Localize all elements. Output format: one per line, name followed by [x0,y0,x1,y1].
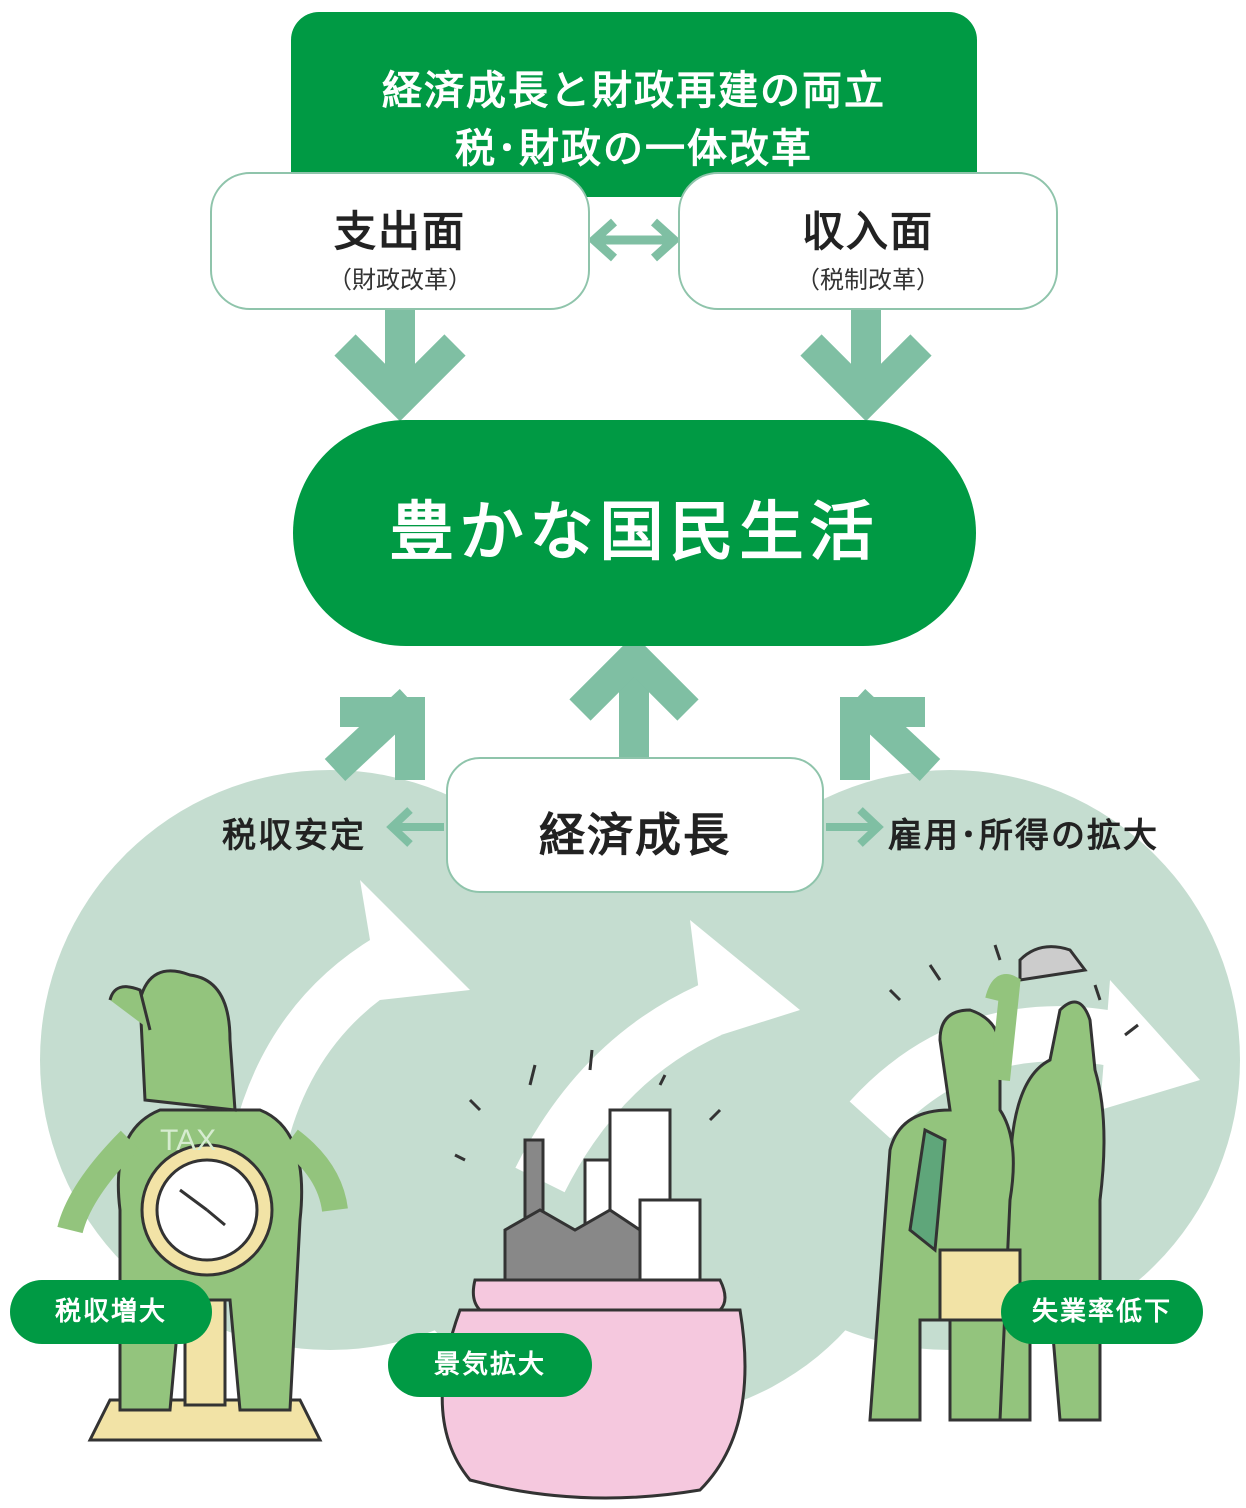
revenue-box: 収入面 （税制改革） [678,172,1058,310]
up-arrow-left [324,689,425,781]
top-banner: 経済成長と財政再建の両立 税･財政の一体改革 [291,12,977,197]
revenue-title: 収入面 [801,207,934,256]
down-arrow-revenue [800,310,932,422]
badge-unemployment-decline: 失業率低下 [1001,1280,1203,1344]
side-arrow-left [386,807,444,847]
badge-tax-increase: 税収増大 [10,1280,212,1344]
growth-box: 経済成長 [446,757,824,893]
revenue-subtitle: （税制改革） [796,266,940,294]
growth-title: 経済成長 [539,808,731,862]
side-arrow-right [826,807,884,847]
banner-line-2: 税･財政の一体改革 [455,126,813,172]
expense-title: 支出面 [333,207,466,256]
central-goal: 豊かな国民生活 [293,420,976,646]
up-arrow-center [569,634,699,757]
svg-text:TAX: TAX [160,1124,216,1157]
banner-line-1: 経済成長と財政再建の両立 [382,68,886,114]
down-arrow-expense [334,310,466,422]
cycle-arrowheads [360,880,1200,1110]
label-tax-stable: 税収安定 [222,816,366,856]
up-arrow-right [840,689,941,781]
badge-economic-expansion: 景気拡大 [388,1333,592,1397]
label-employment-income: 雇用･所得の拡大 [888,816,1159,856]
expense-box: 支出面 （財政改革） [210,172,590,310]
expense-subtitle: （財政改革） [328,266,472,294]
double-arrow [587,218,681,262]
